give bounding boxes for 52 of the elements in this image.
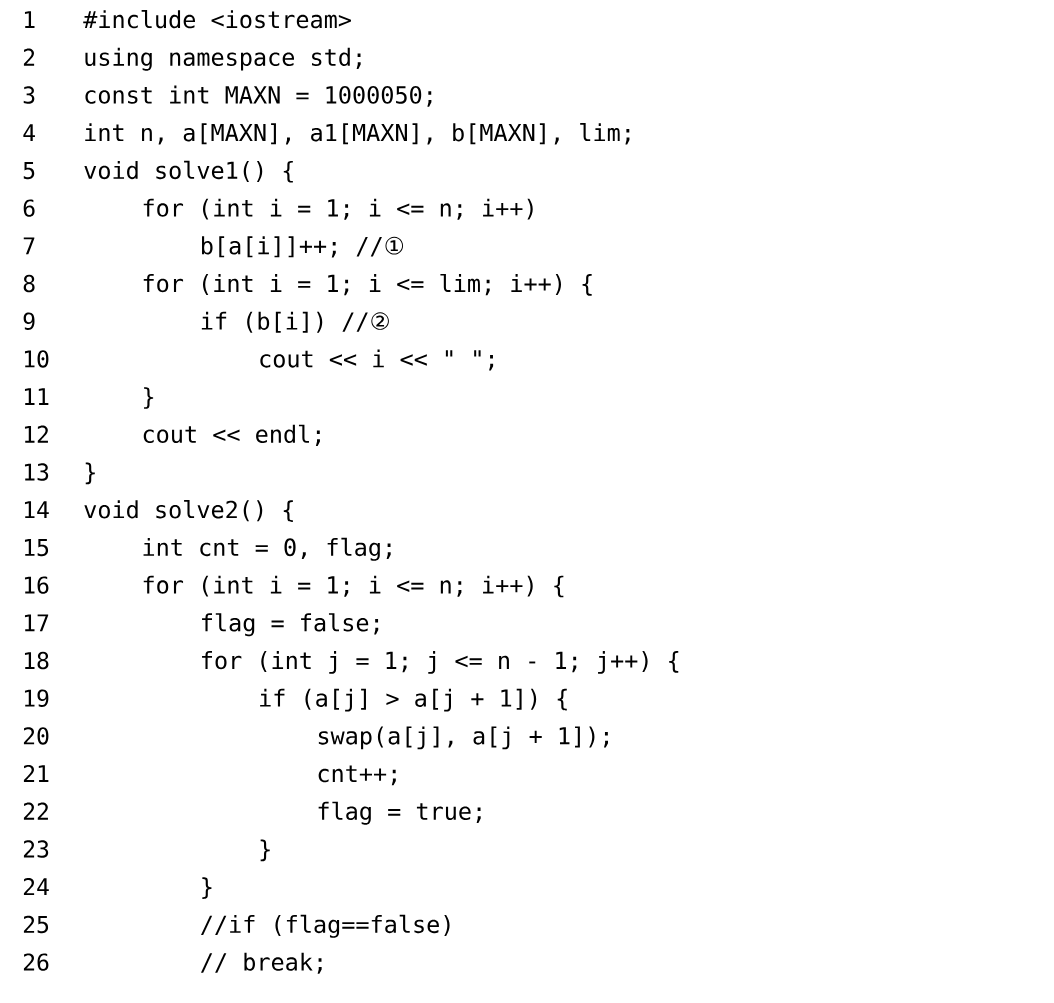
code-line: int cnt = 0, flag;: [143, 537, 391, 561]
line-number: 26: [23, 953, 49, 971]
code-line: }: [260, 839, 270, 862]
code-line: int n, a[MAXN], a1[MAXN], b[MAXN], lim;: [85, 123, 630, 145]
line-number: 8: [23, 274, 35, 293]
code-line: // break;: [201, 952, 322, 974]
code-line: cout << endl;: [143, 424, 320, 446]
line-number: 15: [24, 539, 49, 557]
code-line: }: [202, 877, 212, 899]
code-line: b[a[i]]++; //①: [202, 236, 404, 258]
code-line: flag = true;: [318, 801, 481, 825]
line-number: 18: [24, 651, 49, 670]
line-number: 12: [24, 425, 48, 443]
line-number: 19: [24, 689, 49, 707]
code-line: if (b[i]) //②: [201, 311, 389, 333]
code-line: if (a[j] > a[j + 1]) {: [260, 688, 567, 712]
line-number: 10: [24, 350, 49, 368]
line-number: 7: [23, 237, 35, 255]
line-number: 24: [23, 878, 49, 896]
line-number: 3: [23, 86, 35, 104]
line-number: 23: [23, 840, 49, 858]
line-number: 11: [24, 388, 49, 405]
code-line: for (int i = 1; i <= n; i++) {: [143, 575, 564, 598]
code-line: #include <iostream>: [83, 10, 351, 29]
line-number: 20: [23, 727, 49, 745]
line-number: 5: [23, 162, 35, 180]
code-line: const int MAXN = 1000050;: [85, 85, 432, 107]
code-line: cnt++;: [318, 765, 396, 786]
line-number: 9: [23, 312, 35, 330]
code-line: for (int i = 1; i <= n; i++): [143, 198, 533, 220]
code-line: swap(a[j], a[j + 1]);: [318, 726, 608, 750]
line-number: 4: [23, 124, 35, 142]
code-line: void solve2() {: [84, 500, 293, 522]
line-number: 13: [24, 463, 49, 481]
line-number: 16: [24, 576, 49, 594]
line-number: 22: [23, 802, 48, 820]
code-line: }: [144, 387, 154, 409]
code-line: using namespace std;: [85, 47, 361, 71]
code-line: void solve1() {: [84, 160, 293, 183]
line-number: 1: [24, 11, 35, 28]
line-number: 17: [24, 614, 49, 632]
code-line: for (int i = 1; i <= lim; i++) {: [143, 273, 592, 296]
code-line: cout << i << " ";: [260, 349, 494, 371]
line-number: 25: [23, 915, 49, 934]
line-number: 2: [23, 48, 35, 66]
code-line: flag = false;: [202, 613, 379, 637]
line-number: 21: [23, 764, 49, 782]
code-line: //if (flag==false): [201, 914, 450, 938]
line-number: 6: [23, 199, 35, 217]
code-line: }: [85, 462, 95, 485]
line-number: 14: [24, 501, 49, 519]
code-line: for (int j = 1; j <= n - 1; j++) {: [202, 651, 679, 674]
